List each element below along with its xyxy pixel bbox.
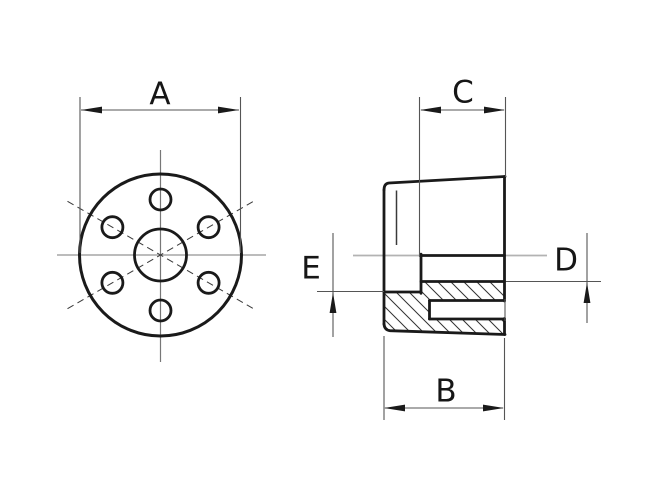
bottom-edge <box>382 322 507 336</box>
dimension-label-b: B <box>435 373 457 410</box>
center-bore <box>133 227 188 283</box>
front-diagonal-centerline-2 <box>67 200 254 310</box>
bolt-hole <box>100 270 125 295</box>
dimension-d <box>504 233 601 323</box>
section-hatch-region <box>384 281 505 335</box>
dimension-label-e: E <box>301 250 321 287</box>
dimension-label-d: D <box>554 242 578 279</box>
side-view-section <box>353 175 547 336</box>
front-view <box>57 150 266 362</box>
dim-b-arrow-left <box>384 404 405 412</box>
dimension-label-c: C <box>452 74 474 111</box>
dim-d-arrow-up <box>583 282 591 303</box>
dimension-e <box>317 233 384 337</box>
bolt-hole <box>148 298 173 323</box>
dimension-a <box>79 97 242 253</box>
dim-c-arrow-left <box>420 106 441 114</box>
dim-e-arrow-up <box>329 292 337 313</box>
dimension-b <box>383 336 506 420</box>
bolt-hole <box>196 270 221 295</box>
bolt-hole <box>148 187 173 212</box>
dimension-label-a: A <box>149 76 171 113</box>
top-edge <box>382 175 507 192</box>
dim-b-arrow-right <box>483 404 504 412</box>
bolt-hole <box>196 215 221 240</box>
side-view-outline <box>382 175 507 336</box>
dim-a-arrow-right <box>218 106 239 114</box>
bolt-hole <box>100 215 125 240</box>
bolt-holes <box>100 187 221 323</box>
dimension-c <box>418 97 507 257</box>
outer-circle <box>78 172 243 338</box>
dim-a-arrow-left <box>81 106 102 114</box>
dim-c-arrow-right <box>484 106 505 114</box>
